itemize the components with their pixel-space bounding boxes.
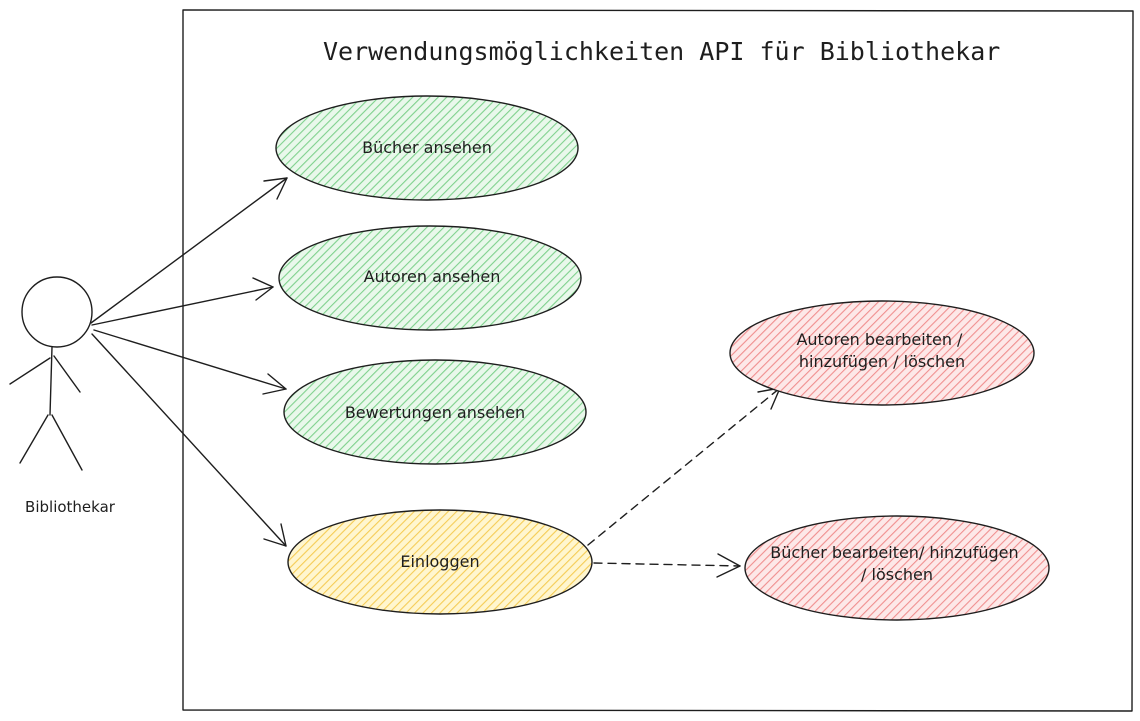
arrow-to-bewertungen-ansehen xyxy=(93,329,287,390)
use-case-label: Autoren ansehen xyxy=(364,267,501,286)
arrowhead-bewertungen-ansehen xyxy=(262,373,287,395)
arrow-to-buecher-ansehen xyxy=(90,177,288,324)
use-case-label: Bücher ansehen xyxy=(362,138,492,157)
actor-label: Bibliothekar xyxy=(25,498,116,516)
dependency-arrows xyxy=(587,387,781,578)
use-case-label: Einloggen xyxy=(400,552,479,571)
use-case-autoren-bearbeiten: Autoren bearbeiten / hinzufügen / lösche… xyxy=(729,300,1035,406)
actor-leg-left xyxy=(19,414,49,464)
use-case-ellipse xyxy=(287,509,593,615)
dashed-arrow-to-autoren-bearbeiten xyxy=(587,387,781,546)
use-case-buecher-ansehen: Bücher ansehen xyxy=(275,95,579,201)
arrow-to-autoren-ansehen xyxy=(91,286,274,326)
arrowhead-buecher-bearbeiten xyxy=(716,553,741,578)
use-case-autoren-ansehen: Autoren ansehen xyxy=(278,225,582,331)
actor-head xyxy=(21,276,93,348)
actor-body xyxy=(49,346,53,416)
arrowhead-buecher-ansehen xyxy=(263,177,288,200)
actor-bibliothekar xyxy=(9,276,93,471)
use-case-einloggen: Einloggen xyxy=(287,509,593,615)
system-boundary xyxy=(182,9,1134,712)
use-case-label: Bewertungen ansehen xyxy=(345,403,525,422)
arrowhead-einloggen xyxy=(263,523,287,547)
use-case-label: Autoren bearbeiten / hinzufügen / lösche… xyxy=(796,330,967,371)
use-case-bewertungen-ansehen: Bewertungen ansehen xyxy=(283,359,587,465)
use-case-ellipse xyxy=(275,95,579,201)
arrow-to-einloggen xyxy=(91,333,287,547)
use-case-ellipse xyxy=(283,359,587,465)
association-arrows xyxy=(90,177,288,547)
actor-leg-right xyxy=(51,414,83,471)
use-case-ellipse xyxy=(278,225,582,331)
use-case-buecher-bearbeiten: Bücher bearbeiten/ hinzufügen / löschen xyxy=(744,515,1050,621)
system-title: Verwendungsmöglichkeiten API für Bibliot… xyxy=(323,37,1000,66)
use-case-ellipse xyxy=(729,300,1035,406)
actor-arm-left xyxy=(9,357,51,385)
use-case-ellipse xyxy=(744,515,1050,621)
use-case-label: Bücher bearbeiten/ hinzufügen / löschen xyxy=(770,543,1023,584)
arrowhead-autoren-ansehen xyxy=(252,277,274,301)
actor-arm-right xyxy=(53,355,81,393)
dashed-arrow-to-buecher-bearbeiten xyxy=(593,562,741,567)
